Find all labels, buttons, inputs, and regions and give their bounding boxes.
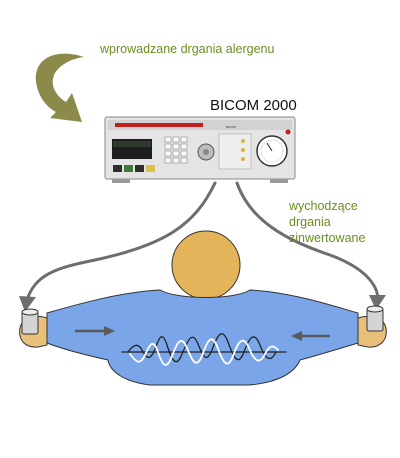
right-arrow-icon (291, 331, 330, 341)
right-electrode (366, 305, 384, 332)
right-cable (235, 181, 380, 302)
head (171, 230, 241, 300)
svg-text:zinwertowane: zinwertowane (289, 231, 365, 245)
curved-arrow-icon (35, 53, 84, 122)
svg-text:drgania: drgania (289, 215, 331, 229)
incoming-vibrations-label: wprowadzane drgania alergenu (99, 42, 274, 56)
shirt (46, 289, 359, 386)
svg-text:BICOM: BICOM (226, 125, 236, 129)
left-electrode (21, 308, 39, 335)
keypad (164, 136, 188, 164)
bicom-device: BICOM (104, 116, 296, 183)
svg-text:wychodzące: wychodzące (288, 199, 358, 213)
device-name-label: BICOM 2000 (210, 97, 297, 114)
wave-dark (127, 333, 277, 363)
left-cable (25, 181, 217, 302)
device-display (115, 123, 203, 127)
left-cable-arrowhead (19, 296, 36, 312)
oscillation-wave-icon (121, 333, 287, 366)
left-arrow-icon (75, 326, 115, 336)
outgoing-vibrations-label: wychodzące drgania zinwertowane (288, 199, 365, 245)
right-cable-arrowhead (369, 295, 386, 310)
cables (25, 181, 380, 302)
wave-white (129, 338, 279, 366)
